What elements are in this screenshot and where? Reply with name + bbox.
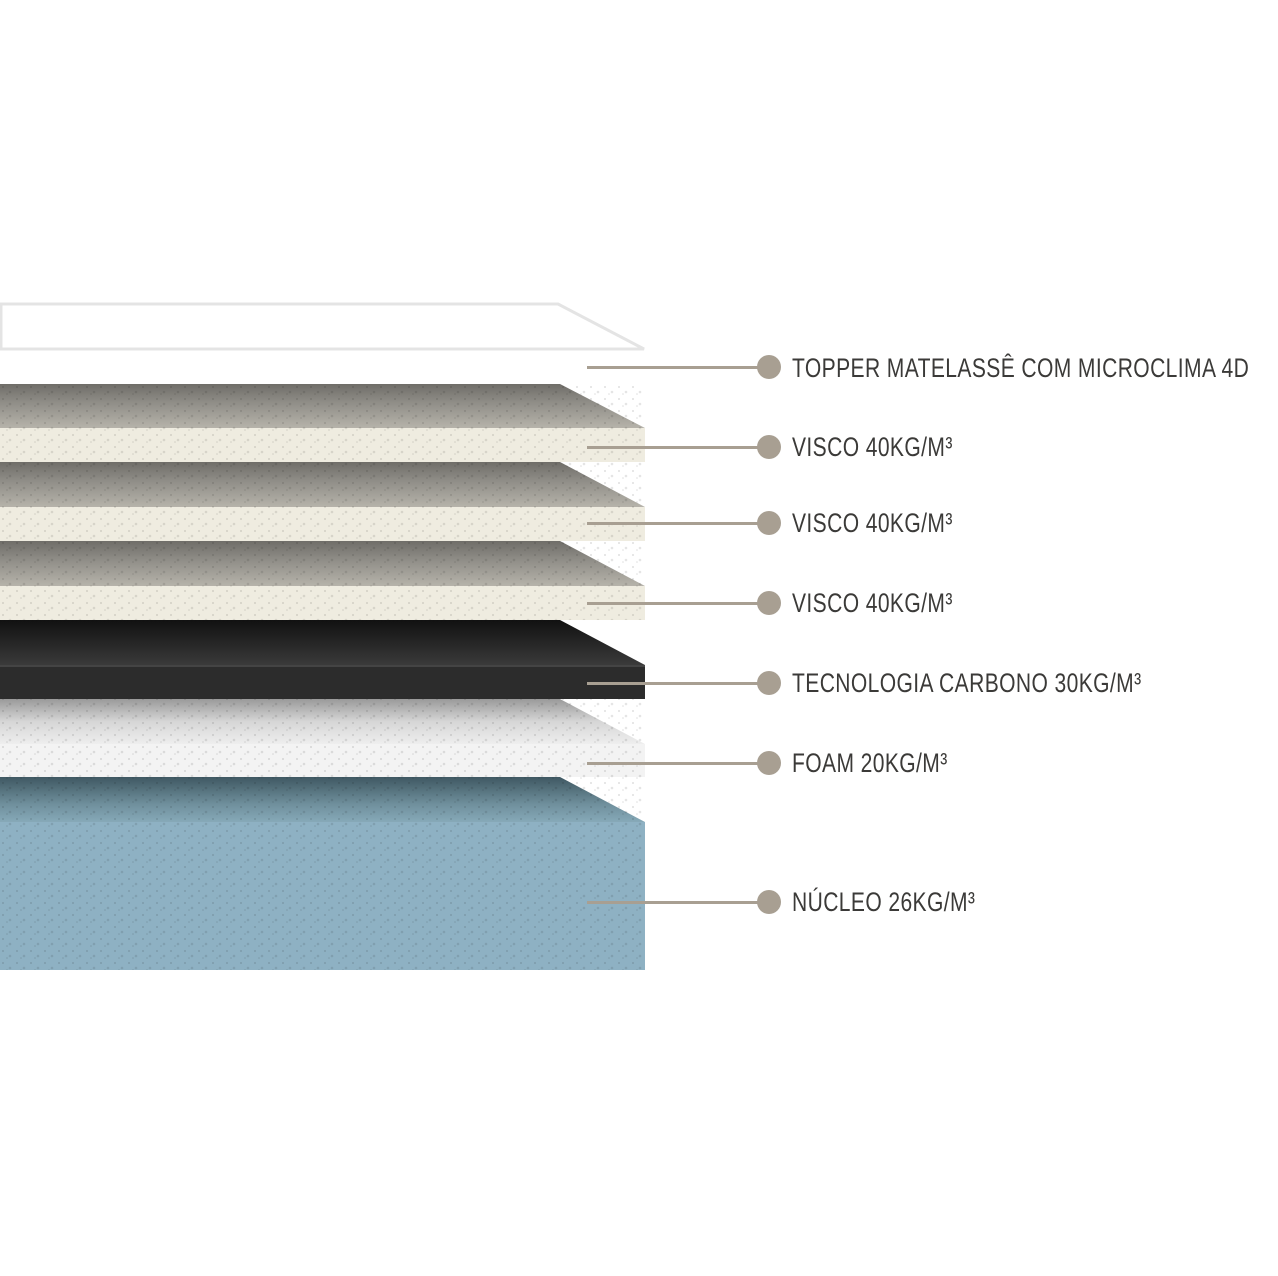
callout-dot (757, 890, 781, 914)
layer-label: VISCO 40KG/M³ (792, 588, 953, 618)
core-layer (0, 777, 645, 970)
foam-layer (0, 699, 645, 777)
leader-line (587, 762, 762, 765)
layer-label: VISCO 40KG/M³ (792, 508, 953, 538)
callout-dot (757, 591, 781, 615)
callout-dot (757, 511, 781, 535)
layer-label: TECNOLOGIA CARBONO 30KG/M³ (792, 668, 1142, 698)
leader-line (587, 446, 762, 449)
leader-line (587, 366, 762, 369)
leader-line (587, 602, 762, 605)
visco-layer-3 (0, 541, 645, 620)
leader-line (587, 682, 762, 685)
layer-label: TOPPER MATELASSÊ COM MICROCLIMA 4D (792, 353, 1250, 383)
callout-dot (757, 355, 781, 379)
callout-dot (757, 751, 781, 775)
callout-dot (757, 435, 781, 459)
visco-layer-2 (0, 462, 645, 541)
leader-line (587, 901, 762, 904)
layer-label: VISCO 40KG/M³ (792, 432, 953, 462)
visco-layer-1 (0, 384, 645, 462)
topper-layer (0, 302, 645, 351)
carbon-layer (0, 620, 645, 699)
leader-line (587, 522, 762, 525)
callout-dot (757, 671, 781, 695)
layer-label: NÚCLEO 26KG/M³ (792, 887, 976, 917)
layer-label: FOAM 20KG/M³ (792, 748, 948, 778)
